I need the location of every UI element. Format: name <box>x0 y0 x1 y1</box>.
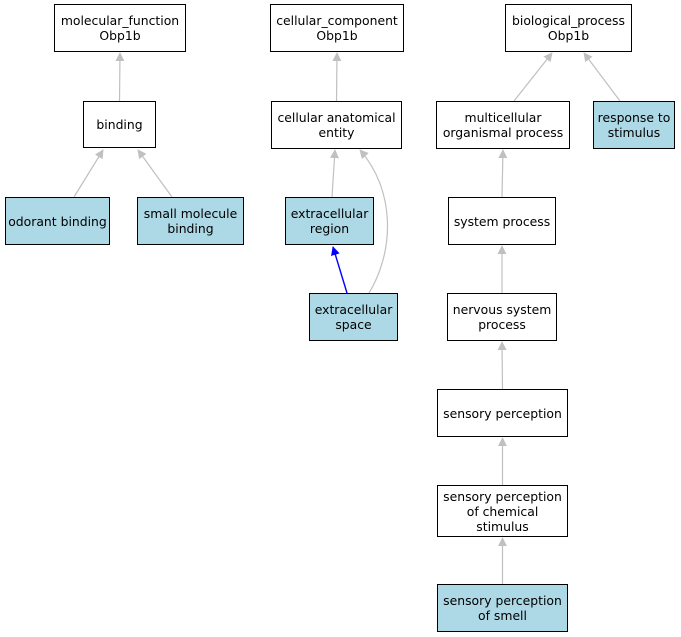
edge-response-to-stimulus-to-bp-root <box>583 52 621 102</box>
edge-sensory-perception-to-nervous-system-process <box>497 341 507 390</box>
node-biological-process-obp1b[interactable]: biological_process Obp1b <box>505 4 632 52</box>
edge-extracellular-region-to-cellular-anatomical-entity <box>329 149 339 198</box>
node-system-process[interactable]: system process <box>448 197 556 245</box>
edge-multicellular-organismal-process-to-bp-root <box>513 52 553 102</box>
node-extracellular-space[interactable]: extracellular space <box>309 293 398 341</box>
node-sensory-perception[interactable]: sensory perception <box>437 389 568 437</box>
edge-small-molecule-binding-to-binding <box>137 149 173 198</box>
edge-cellular-anatomical-entity-to-cc-root <box>332 52 342 102</box>
node-multicellular-organismal-process[interactable]: multicellular organismal process <box>436 101 570 149</box>
node-molecular-function-obp1b[interactable]: molecular_function Obp1b <box>54 4 186 52</box>
node-odorant-binding[interactable]: odorant binding <box>5 197 110 245</box>
node-extracellular-region[interactable]: extracellular region <box>285 197 374 245</box>
edge-odorant-binding-to-binding <box>73 149 104 198</box>
edge-extracellular-space-to-extracellular-region <box>331 246 348 294</box>
node-sensory-perception-of-chemical-stimulus[interactable]: sensory perception of chemical stimulus <box>437 485 568 537</box>
edge-system-process-to-multicellular-organismal-process <box>498 149 508 198</box>
edge-binding-to-mf-root <box>115 52 125 102</box>
node-cellular-component-obp1b[interactable]: cellular_component Obp1b <box>270 4 404 52</box>
node-cellular-anatomical-entity[interactable]: cellular anatomical entity <box>271 101 402 149</box>
node-binding[interactable]: binding <box>83 101 156 148</box>
node-sensory-perception-of-smell[interactable]: sensory perception of smell <box>437 584 568 632</box>
node-nervous-system-process[interactable]: nervous system process <box>447 293 557 341</box>
node-response-to-stimulus[interactable]: response to stimulus <box>593 101 675 149</box>
node-small-molecule-binding[interactable]: small molecule binding <box>137 197 244 245</box>
edge-extracellular-space-to-cellular-anatomical-entity <box>359 149 389 294</box>
